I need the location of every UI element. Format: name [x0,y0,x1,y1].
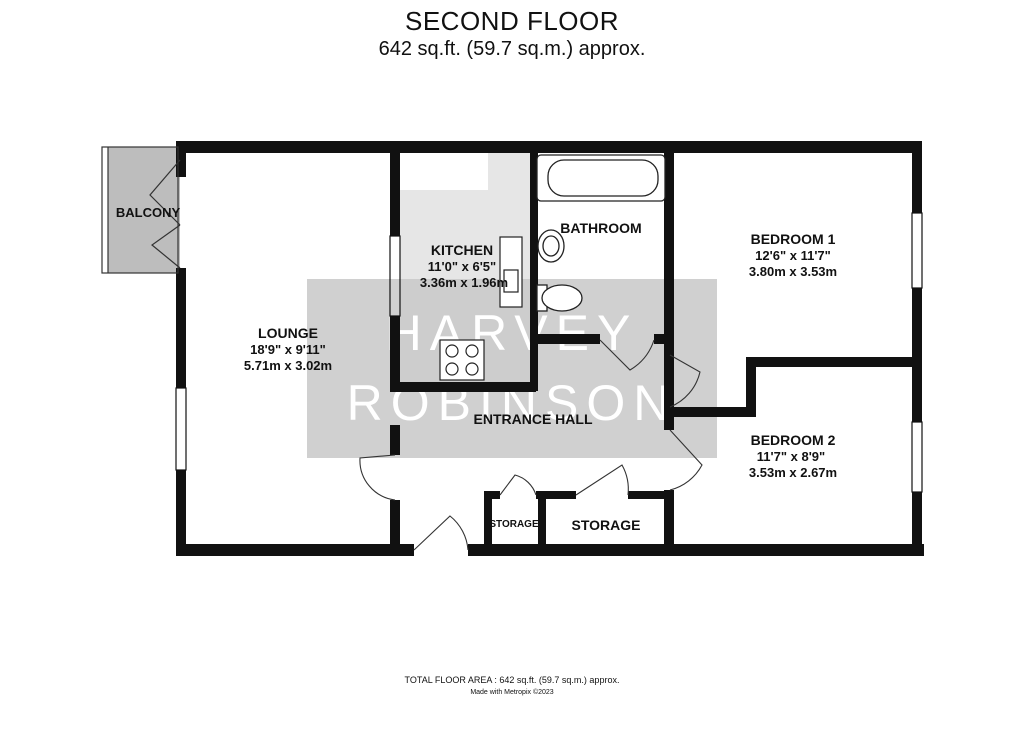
bedroom2-imperial: 11'7" x 8'9" [757,449,825,464]
storage-large-label: STORAGE [572,517,641,533]
kitchen-metric: 3.36m x 1.96m [420,275,508,290]
hob [439,339,485,381]
wall-storage-mid [538,491,546,553]
doors [359,339,703,551]
kitchen-sink-bowl [503,269,519,293]
wall-bed2-left [664,490,674,554]
window-right-bottom [911,421,923,493]
hob-ring-4 [465,362,479,376]
wall-storage-left [484,491,492,553]
wall-bathroom-right [664,141,674,344]
lounge-imperial: 18'9" x 9'11" [250,342,326,357]
bedroom1-metric: 3.80m x 3.53m [749,264,837,279]
wall-left-upper [176,141,186,177]
bathroom-fixtures [536,154,666,312]
balcony-outline [101,146,181,274]
wall-bottom-left [176,544,414,556]
lounge-label: LOUNGE [258,325,318,341]
bedroom2-label: BEDROOM 2 [751,432,836,448]
door-lounge [359,454,396,501]
total-floor-area: TOTAL FLOOR AREA : 642 sq.ft. (59.7 sq.m… [404,675,620,685]
balcony-frame [101,146,179,274]
bathroom-label: BATHROOM [560,220,641,236]
door-storage-small [499,474,537,496]
wall-left-mid [176,268,186,388]
wall-bed-divider-vert [746,357,756,417]
balcony-floor [108,147,180,273]
door-storage-large [575,464,629,496]
wall-right-top [912,141,922,213]
hob-ring-3 [445,362,459,376]
wall-kitchen-bottom [390,382,536,392]
kitchen-worktop-cutout [400,152,488,190]
bathtub-inner [547,159,659,197]
wall-kitchen-left-upper [390,141,400,236]
toilet-bowl [541,284,583,312]
door-front [413,515,469,551]
kitchen-label: KITCHEN [431,242,493,258]
entrance-hall-label: ENTRANCE HALL [474,411,593,427]
wall-left-lower [176,470,186,556]
walls [176,141,924,556]
floor-area: 642 sq.ft. (59.7 sq.m.) approx. [378,38,646,60]
window-left [175,387,187,471]
wall-bathroom-bottom [530,334,600,344]
made-with-credit: Made with Metropix ©2023 [470,689,554,696]
wall-kitchen-right [530,141,538,391]
floor-title: SECOND FLOOR [404,6,620,36]
wall-storage-top-b [536,491,576,499]
wall-kitchen-left-lower [390,316,400,392]
kitchen-fixtures [439,236,523,381]
balcony-door-lower [151,224,181,269]
balcony-label: BALCONY [116,205,181,220]
bedroom1-imperial: 12'6" x 11'7" [755,248,831,263]
wall-top [178,141,922,153]
lounge-metric: 5.71m x 3.02m [244,358,332,373]
watermark-line1: HARVEY [386,305,639,361]
hob-ring-2 [465,344,479,358]
door-bedroom2 [669,429,703,491]
hob-ring-1 [445,344,459,358]
wall-bed1-right [664,344,674,430]
wall-bed-divider-low [670,407,756,417]
kitchen-imperial: 11'0" x 6'5" [428,259,496,274]
door-bedroom1 [669,354,701,408]
bedroom1-label: BEDROOM 1 [751,231,836,247]
wall-bed-divider [746,357,918,367]
wall-lounge-hall [390,425,400,455]
window-top-kitchen [389,235,401,317]
storage-small-label: STORAGE [489,519,539,530]
watermark-box [307,279,717,458]
windows [175,212,923,493]
window-right-top [911,212,923,289]
wall-right-bottom [912,492,922,556]
sink-bowl [542,235,560,257]
balcony-door-upper [149,159,181,226]
door-bathroom [599,339,655,371]
bedroom2-metric: 3.53m x 2.67m [749,465,837,480]
wall-right-mid [912,288,922,422]
wall-storage-top-c [628,491,668,499]
wall-bottom-right [468,544,924,556]
wall-lounge-hall-low [390,500,400,554]
